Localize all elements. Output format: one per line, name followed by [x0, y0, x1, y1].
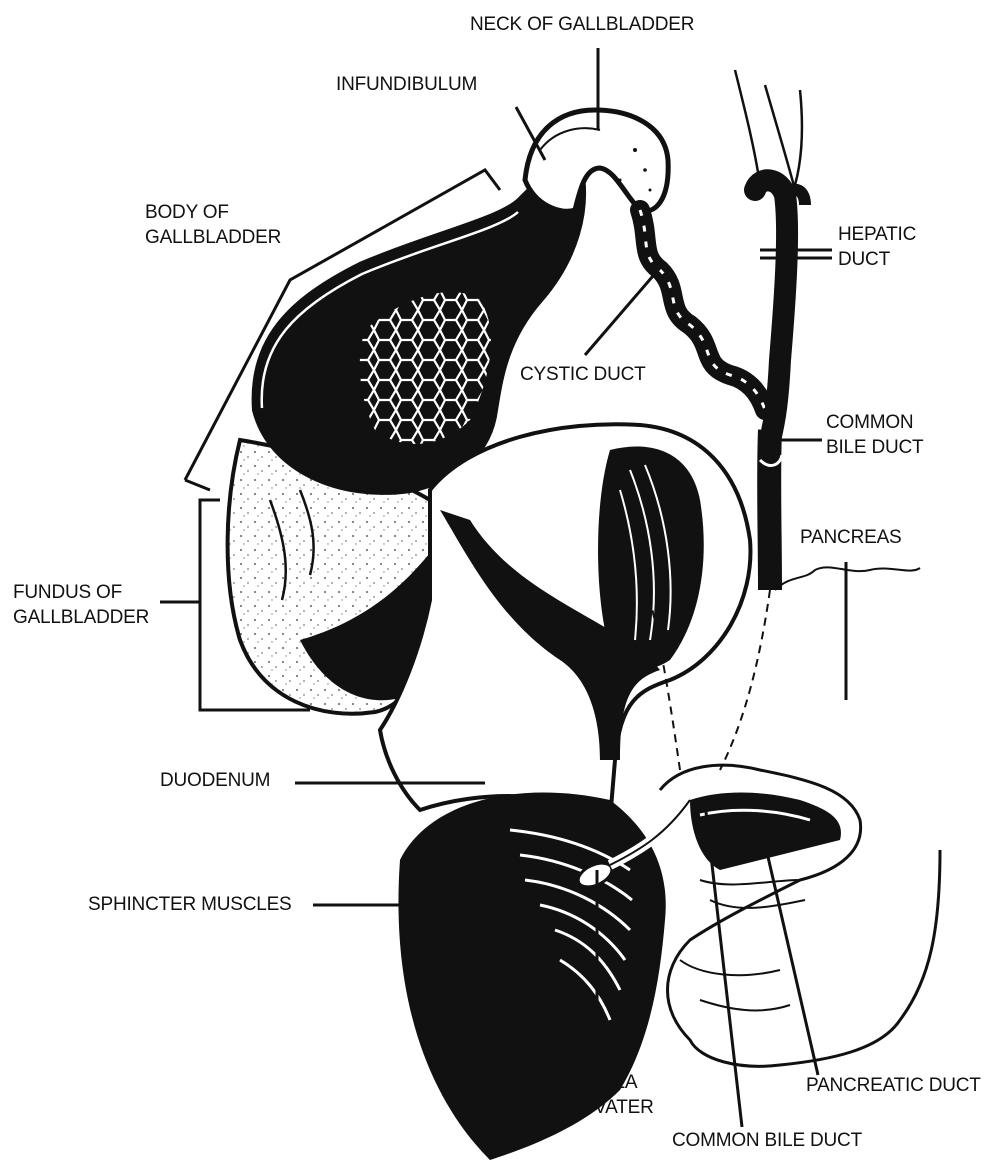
label-infundibulum: INFUNDIBULUM [336, 72, 477, 97]
label-fundus-of-gallbladder: FUNDUS OF GALLBLADDER [13, 580, 149, 630]
label-common-bile-duct-lower: COMMON BILE DUCT [672, 1128, 862, 1153]
label-duodenum: DUODENUM [160, 768, 270, 793]
common-bile-duct-upper [760, 430, 782, 590]
label-body-of-gallbladder: BODY OF GALLBLADDER [145, 200, 281, 250]
duodenum [380, 424, 750, 820]
label-neck-of-gallbladder: NECK OF GALLBLADDER [470, 12, 694, 37]
label-cystic-duct: CYSTIC DUCT [520, 362, 646, 387]
cystic-duct [640, 210, 765, 410]
label-papilla-of-vater: PAPILLA OF VATER [563, 1070, 654, 1120]
label-common-bile-duct-upper: COMMON BILE DUCT [826, 410, 923, 460]
label-hepatic-duct: HEPATIC DUCT [838, 222, 916, 272]
label-sphincter-muscles: SPHINCTER MUSCLES [88, 892, 292, 917]
label-pancreatic-duct: PANCREATIC DUCT [806, 1073, 981, 1098]
label-pancreas: PANCREAS [800, 525, 902, 550]
